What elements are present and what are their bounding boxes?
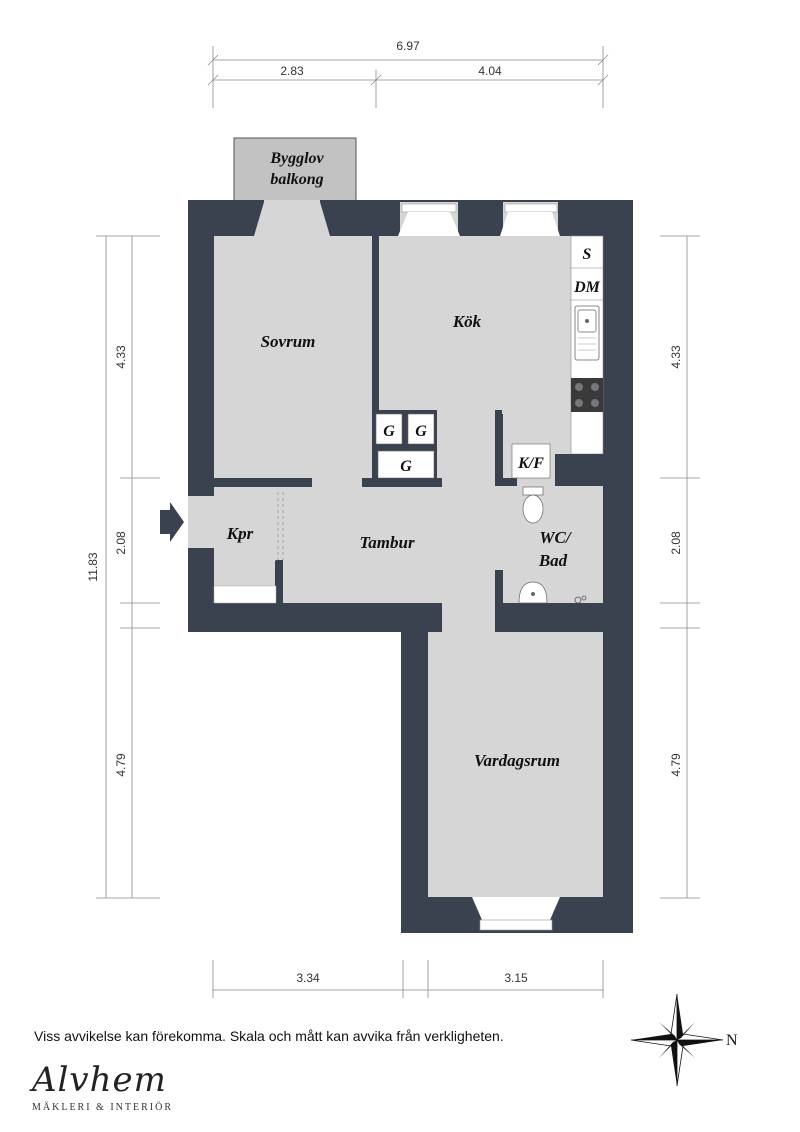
room-kok	[379, 236, 603, 410]
toilet-icon	[522, 486, 544, 524]
brand-tagline: MÄKLERI & INTERIÖR	[32, 1102, 173, 1113]
balcony-label-1: Bygglov	[269, 150, 324, 167]
floors	[188, 202, 603, 897]
left-dimensions: 11.83 4.33 2.08 4.79	[86, 235, 160, 899]
balcony	[233, 137, 357, 202]
fixture-kf: K/F	[517, 455, 544, 472]
bottom-dimensions: 3.34 3.15	[212, 960, 604, 998]
room-sovrum	[214, 202, 372, 478]
wardrobes	[372, 410, 437, 479]
top-dimensions: 6.97 2.83 4.04	[207, 39, 609, 108]
kpr-closet	[213, 492, 284, 604]
dim-top-left: 2.83	[280, 64, 304, 78]
disclaimer-text: Viss avvikelse kan förekomma. Skala och …	[34, 1028, 504, 1044]
room-label-wc-1: WC/	[539, 528, 572, 547]
room-label-wc-2: Bad	[538, 551, 568, 570]
dim-top-right: 4.04	[478, 64, 502, 78]
interior-walls	[214, 236, 603, 632]
stove-icon	[571, 378, 603, 412]
fridge-freezer	[511, 443, 551, 479]
entrance-arrow-icon	[160, 502, 184, 542]
dim-left-middle: 2.08	[114, 531, 128, 555]
washbasin-icon	[518, 581, 548, 604]
dim-left-total: 11.83	[86, 552, 100, 581]
balcony-label-2: balkong	[270, 171, 323, 188]
dim-right-lower: 4.79	[669, 753, 683, 777]
compass-north-label: N	[726, 1032, 738, 1049]
room-label-kok: Kök	[452, 312, 482, 331]
wardrobe-g3: G	[400, 458, 412, 475]
brand-logo: Alvhem MÄKLERI & INTERIÖR	[32, 1060, 173, 1113]
living-window	[472, 897, 560, 931]
wardrobe-g1: G	[383, 423, 395, 440]
dim-right-upper: 4.33	[669, 345, 683, 369]
door-openings	[312, 478, 503, 570]
kitchen-counter	[570, 235, 604, 455]
balcony-door	[254, 200, 330, 236]
dim-bottom-right: 3.15	[504, 971, 528, 985]
wardrobe-g2: G	[415, 423, 427, 440]
room-wc	[503, 486, 603, 603]
fixture-s: S	[583, 246, 592, 263]
kitchen-windows	[398, 203, 560, 236]
right-dimensions: 4.33 2.08 4.79	[660, 235, 700, 899]
dim-left-lower: 4.79	[114, 753, 128, 777]
dim-left-upper: 4.33	[114, 345, 128, 369]
brand-name: Alvhem	[32, 1060, 167, 1100]
room-vardagsrum	[428, 632, 603, 897]
room-label-kpr: Kpr	[226, 524, 254, 543]
fixture-dm: DM	[573, 279, 601, 296]
compass-rose-icon	[630, 993, 724, 1087]
dim-top-total: 6.97	[396, 39, 420, 53]
dim-bottom-left: 3.34	[296, 971, 320, 985]
room-label-sovrum: Sovrum	[261, 332, 316, 351]
sink-icon	[574, 305, 600, 361]
dim-right-middle: 2.08	[669, 531, 683, 555]
room-label-vardagsrum: Vardagsrum	[474, 751, 560, 770]
shower-icon	[574, 595, 587, 604]
room-label-tambur: Tambur	[359, 533, 415, 552]
